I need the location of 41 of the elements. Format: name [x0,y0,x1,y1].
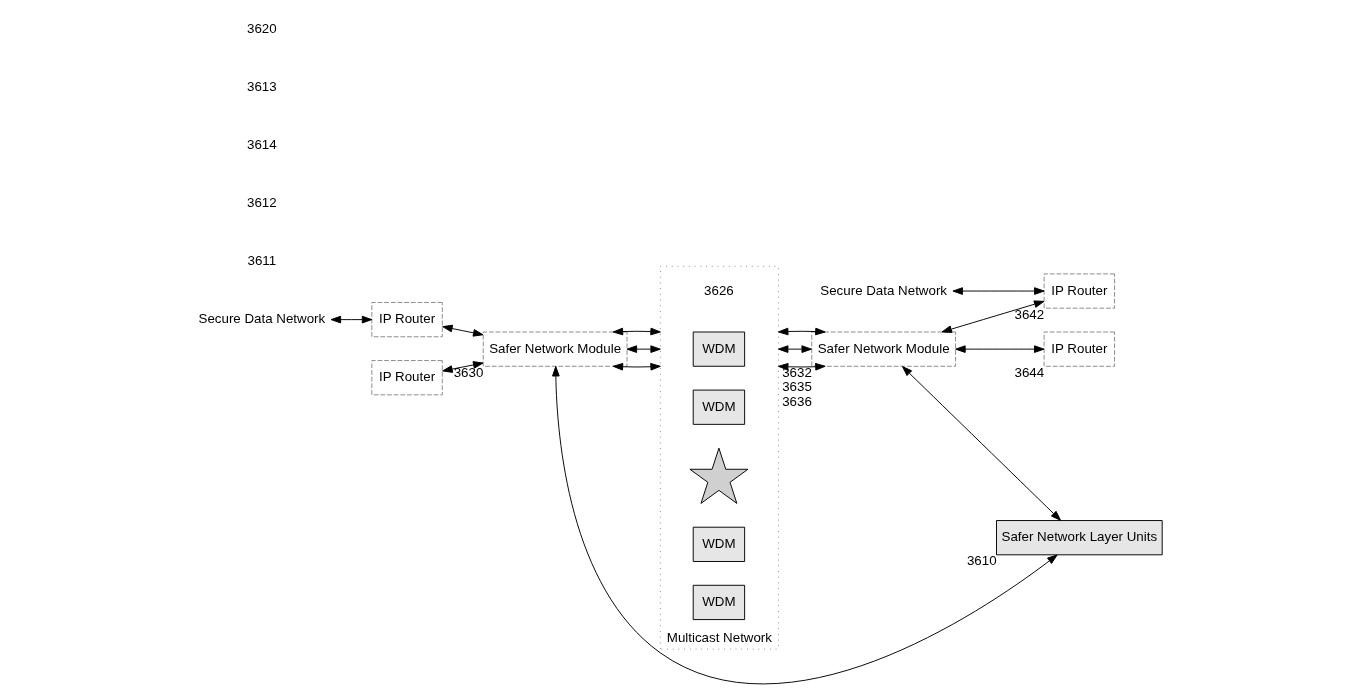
arrow [612,327,661,336]
label: 3614 [247,136,277,152]
node-label: 3636 [782,393,812,409]
node-label: 3610 [966,553,997,569]
node-box: WDM [692,331,746,367]
node-label: 3626 [704,282,734,298]
node-box: WDM [692,584,746,621]
node-box: Safer Network Module [482,331,628,367]
arrow [626,345,661,353]
node-box: IP Router [371,360,443,396]
arrow [612,362,661,371]
node-label: 3644 [1014,364,1045,380]
arrow [777,362,826,371]
node-box: Safer Network Layer Units [996,520,1163,556]
label: 3612 [247,194,277,210]
arrow [955,345,1045,353]
arrow [552,366,1058,685]
arrow [777,345,812,353]
node-box: IP Router [371,302,443,338]
arrow [952,287,1045,295]
node-text: Secure Data Network [820,282,947,298]
node-box: IP Router [1043,273,1116,309]
label: 3620 [247,20,277,36]
node-label: 3635 [782,379,812,395]
node-cross [689,447,749,504]
label: 3611 [247,253,277,269]
label: 3613 [247,78,277,94]
arrow [902,366,1062,521]
arrow [330,315,373,324]
arrow [777,327,826,336]
node-box: IP Router [1043,331,1116,367]
node-text: Secure Data Network [198,311,326,327]
node-label: 3632 [782,364,812,380]
node-label: 3630 [453,364,484,380]
node-box: Safer Network Module [811,331,957,367]
node-label: 3642 [1014,306,1045,322]
node-box: WDM [692,389,746,425]
arrow [442,324,484,337]
node-box: WDM [692,526,746,562]
arrow [442,361,484,373]
arrow [941,300,1045,333]
